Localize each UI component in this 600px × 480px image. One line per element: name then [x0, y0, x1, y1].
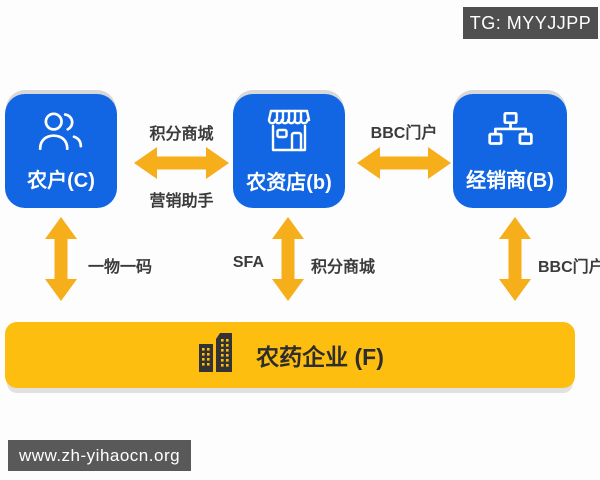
- website-badge-text: www.zh-yihaocn.org: [18, 445, 181, 465]
- buildings-icon: [196, 331, 242, 380]
- store-distributor-label: BBC门户: [370, 125, 438, 142]
- farmer-enterprise-arrow: [44, 217, 78, 306]
- node-farmer-label: 农户(C): [27, 169, 95, 192]
- node-agri-store: 农资店(b): [233, 94, 345, 208]
- distributor-enterprise-label: BBC门户: [538, 259, 600, 276]
- node-distributor-label: 经销商(B): [466, 169, 554, 192]
- node-farmer: 农户(C): [5, 94, 117, 208]
- storefront-icon: [263, 108, 315, 159]
- node-pesticide-enterprise-label: 农药企业 (F): [256, 344, 384, 370]
- store-enterprise-arrow: [271, 217, 305, 306]
- telegram-badge-text: TG: MYYJJPP: [469, 12, 592, 33]
- farmer-enterprise-label: 一物一码: [88, 259, 153, 276]
- farmer-store-bottom-label: 营销助手: [149, 193, 214, 210]
- distributor-enterprise-arrow: [498, 217, 532, 306]
- store-distributor-arrow: [357, 145, 451, 186]
- sitemap-icon: [485, 110, 535, 157]
- farmer-store-top-label: 积分商城: [149, 126, 214, 143]
- users-icon: [36, 110, 86, 157]
- node-agri-store-label: 农资店(b): [246, 171, 332, 194]
- store-enterprise-right-label: 积分商城: [311, 259, 376, 276]
- farmer-store-arrow: [134, 145, 229, 186]
- store-enterprise-left-label: SFA: [232, 254, 264, 271]
- node-distributor: 经销商(B): [453, 94, 567, 208]
- website-badge: www.zh-yihaocn.org: [8, 440, 191, 471]
- telegram-badge: TG: MYYJJPP: [463, 7, 598, 39]
- node-pesticide-enterprise: 农药企业 (F): [5, 322, 575, 388]
